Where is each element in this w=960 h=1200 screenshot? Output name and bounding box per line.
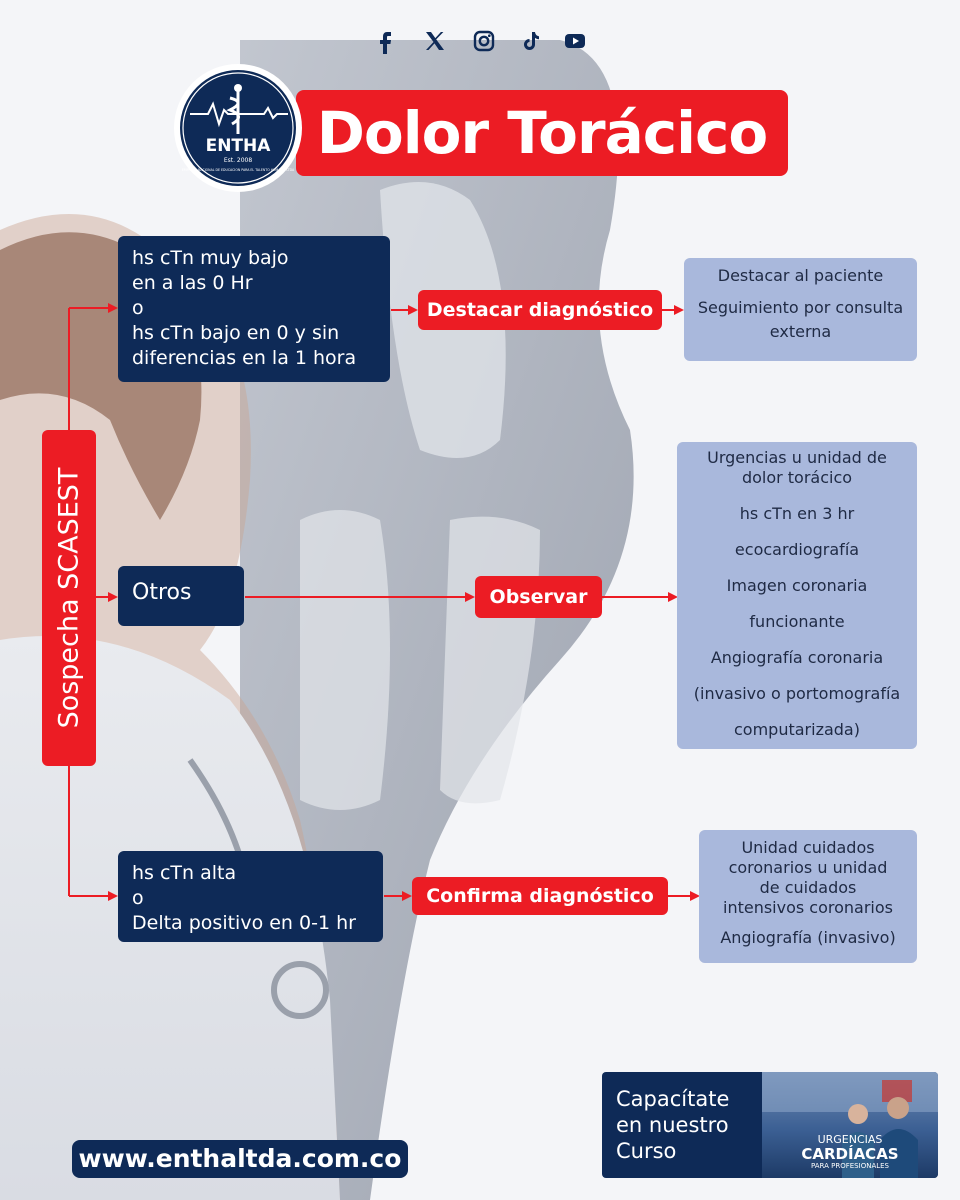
condition-line: o: [132, 297, 144, 319]
youtube-icon[interactable]: [562, 28, 588, 54]
condition-line: en a las 0 Hr: [132, 272, 253, 294]
outcome-line: Angiografía coronaria: [710, 648, 884, 667]
condition-node-2: Otros: [118, 566, 244, 626]
outcome-node-1: Destacar al paciente Seguimiento por con…: [684, 258, 917, 361]
condition-line: hs cTn alta: [132, 862, 237, 884]
outcome-line: ecocardiografía: [734, 540, 860, 559]
outcome-line: computarizada): [734, 720, 860, 739]
outcome-node-3: Unidad cuidados coronarios u unidad de c…: [699, 830, 917, 963]
root-node: Sospecha SCASEST: [42, 430, 96, 766]
outcome-line: Destacar al paciente: [717, 266, 884, 285]
logo-tagline: EMPRESA NACIONAL DE EDUCACION PARA EL TA…: [182, 168, 295, 172]
condition-line: Delta positivo en 0-1 hr: [132, 912, 356, 934]
outcome-line: coronarios u unidad: [728, 858, 888, 877]
entha-logo: ENTHA Est. 2008 EMPRESA NACIONAL DE EDUC…: [172, 62, 304, 194]
action-node-2: Observar: [475, 576, 602, 618]
promo-text: Capacítate en nuestro Curso: [616, 1086, 729, 1164]
outcome-line: (invasivo o portomografía: [693, 684, 901, 703]
course-image: URGENCIAS CARDÍACAS PARA PROFESIONALES: [762, 1072, 938, 1178]
condition-line: hs cTn bajo en 0 y sin: [132, 322, 340, 344]
outcome-line: dolor torácico: [741, 468, 853, 487]
x-icon[interactable]: [422, 28, 448, 54]
condition-line: diferencias en la 1 hora: [132, 347, 357, 369]
action-node-3: Confirma diagnóstico: [412, 877, 668, 915]
root-label: Sospecha SCASEST: [53, 467, 85, 729]
outcome-node-2: Urgencias u unidad de dolor torácico hs …: [677, 442, 917, 749]
course-line2: CARDÍACAS: [801, 1145, 899, 1163]
outcome-line: Urgencias u unidad de: [707, 448, 887, 467]
condition-node-3: hs cTn alta o Delta positivo en 0-1 hr: [118, 851, 383, 942]
outcome-line: Imagen coronaria: [726, 576, 868, 595]
course-line1: URGENCIAS: [817, 1133, 883, 1146]
outcome-line: de cuidados: [759, 878, 857, 897]
condition-node-1: hs cTn muy bajo en a las 0 Hr o hs cTn b…: [118, 236, 390, 382]
page-title: Dolor Torácico: [296, 90, 788, 176]
outcome-line: funcionante: [749, 612, 845, 631]
action-node-1: Destacar diagnóstico: [418, 290, 662, 330]
promo-line: en nuestro: [616, 1113, 729, 1137]
outcome-line: intensivos coronarios: [723, 898, 893, 917]
facebook-icon[interactable]: [372, 28, 398, 54]
outcome-line: externa: [769, 322, 832, 341]
course-badge: URGENCIAS CARDÍACAS PARA PROFESIONALES: [762, 1133, 938, 1170]
promo-line: Curso: [616, 1139, 677, 1163]
outcome-line: Seguimiento por consulta: [697, 298, 904, 317]
condition-line: hs cTn muy bajo: [132, 247, 289, 269]
instagram-icon[interactable]: [471, 28, 497, 54]
outcome-line: Unidad cuidados: [741, 838, 875, 857]
logo-est: Est. 2008: [224, 157, 253, 164]
logo-name: ENTHA: [206, 136, 272, 156]
condition-line: Otros: [132, 580, 192, 605]
promo-line: Capacítate: [616, 1087, 730, 1111]
condition-line: o: [132, 887, 144, 909]
tiktok-icon[interactable]: [518, 28, 544, 54]
website-link[interactable]: www.enthaltda.com.co: [72, 1140, 408, 1178]
outcome-line: hs cTn en 3 hr: [739, 504, 855, 523]
course-line3: PARA PROFESIONALES: [810, 1162, 889, 1170]
outcome-line: Angiografía (invasivo): [720, 928, 896, 947]
course-promo-banner[interactable]: Capacítate en nuestro Curso URGENCIAS CA…: [602, 1072, 938, 1178]
